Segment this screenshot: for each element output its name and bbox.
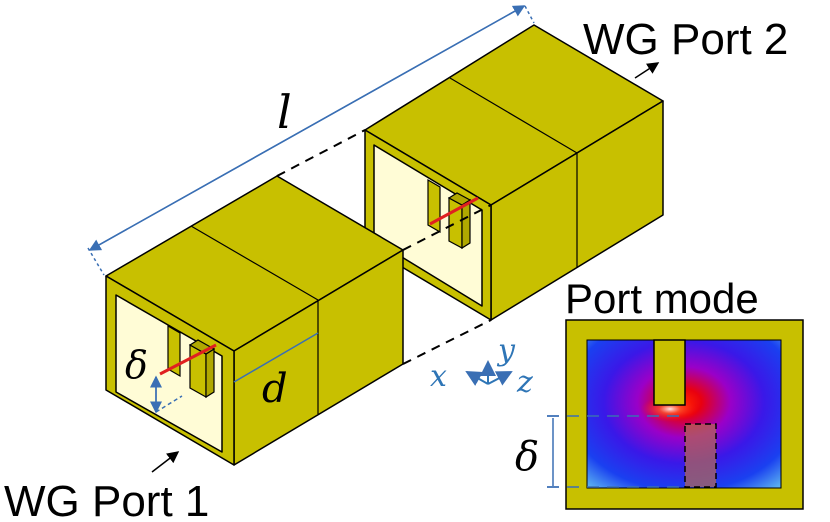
length-dimension xyxy=(87,5,535,276)
wg1-cavity xyxy=(115,294,223,453)
waveguide-port1 xyxy=(105,175,404,466)
port-mode-lower-probe xyxy=(684,423,717,488)
wg1-probe-wire xyxy=(159,343,217,376)
port1-label: WG Port 1 xyxy=(4,477,209,522)
length-label: l xyxy=(277,85,292,139)
port-mode-upper-probe xyxy=(653,339,686,406)
connection-dashes xyxy=(276,129,492,365)
mode-offset-dimension xyxy=(547,415,685,488)
port-mode-inset xyxy=(547,319,804,510)
spacing-dimension-line xyxy=(233,332,319,383)
axis-x-label: x xyxy=(430,359,447,394)
axis-triad-icon xyxy=(465,360,513,386)
port2-label: WG Port 2 xyxy=(583,15,788,64)
offset-dimension xyxy=(150,375,183,414)
wg1-probe xyxy=(167,324,216,399)
spacing-label: d xyxy=(262,366,288,412)
axis-y-label: y xyxy=(496,333,516,368)
port-mode-title: Port mode xyxy=(565,275,759,322)
wg2-probe-wire xyxy=(429,196,479,226)
mode-offset-label: δ xyxy=(515,434,539,480)
port2-arrow-icon xyxy=(634,62,660,79)
axis-z-label: z xyxy=(516,365,533,400)
offset-label: δ xyxy=(125,343,148,387)
port1-arrow-icon xyxy=(151,451,180,473)
